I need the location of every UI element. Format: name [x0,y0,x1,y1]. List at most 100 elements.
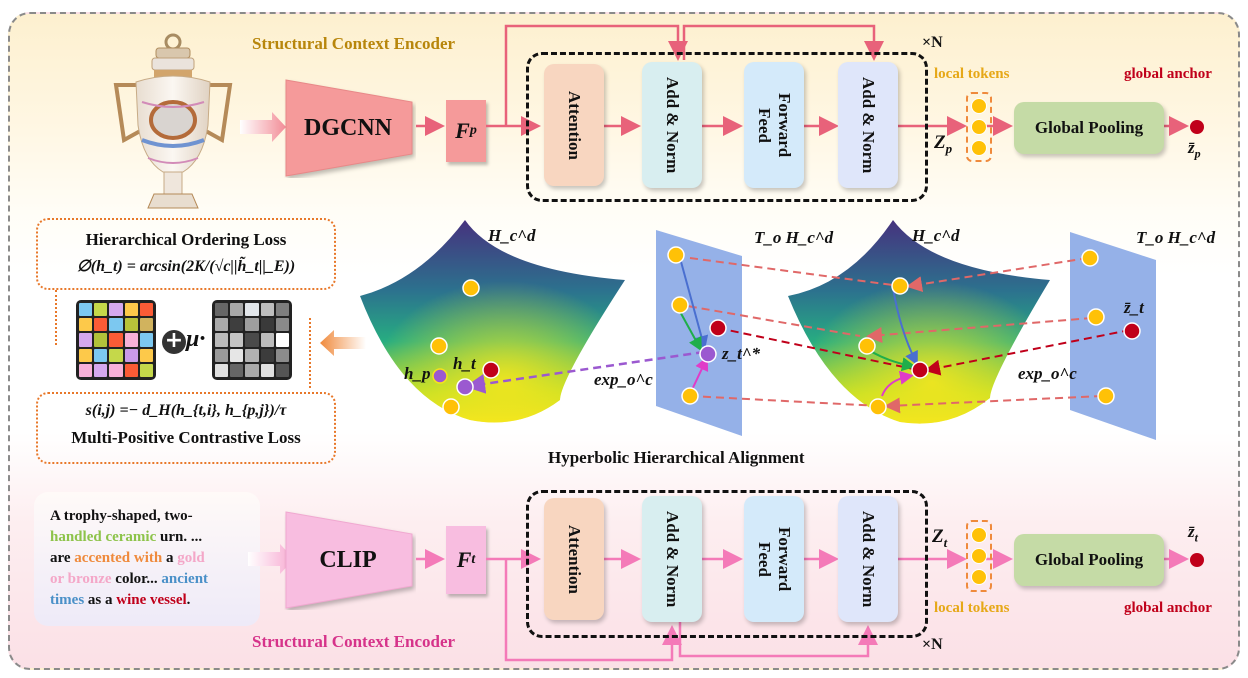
gray-weight-matrix [212,300,292,380]
feed-forward-block-bottom[interactable]: Forward Feed [744,496,804,622]
tangent-plane-right [1070,232,1156,440]
color-matrix-cell [94,303,108,317]
color-matrix-cell [124,318,138,332]
repeat-label-bottom: ×N [922,636,943,653]
gray-matrix-cell [260,348,274,362]
gray-matrix-cell [245,318,259,332]
hyperbolic-manifold-left [360,220,625,423]
local-tokens-label-top: local tokens [934,66,1010,82]
global-pooling-top[interactable]: Global Pooling [1014,102,1164,154]
gray-matrix-cell [215,348,229,362]
color-matrix-cell [139,318,153,332]
output-zt-label: Zt [932,526,947,551]
add-norm-label: Add & Norm [663,510,682,608]
text-segment: as a [84,592,117,608]
text-segment: times [50,592,85,608]
gray-matrix-cell [245,363,259,377]
hyperbolic-manifold-right [788,220,1050,424]
fp-sub: p [469,123,477,138]
trophy-urn-image [113,33,233,209]
add-norm-block-top-1[interactable]: Add & Norm [642,62,702,188]
input-arrow-bottom [248,544,294,574]
text-segment: wine vessel [116,592,187,608]
add-norm-label: Add & Norm [859,76,878,174]
text-segment: handled ceramic [50,529,157,545]
color-matrix-cell [79,333,93,347]
input-arrow-top [240,112,286,142]
plus-icon: + [162,330,186,354]
text-segment: are [50,550,75,566]
color-matrix-cell [94,333,108,347]
gray-matrix-cell [230,348,244,362]
color-matrix-cell [109,348,123,362]
color-matrix-cell [94,318,108,332]
add-norm-label: Add & Norm [859,510,878,608]
bottom-encoder-title: Structural Context Encoder [252,632,456,651]
token-dot [971,526,987,543]
text-segment: ancient [161,571,209,587]
tangent-plane-left [656,230,742,436]
text-segment: . [186,592,191,608]
token-dot [971,139,987,156]
attention-block-bottom[interactable]: Attention [544,498,604,620]
contrastive-loss-formula: s(i,j) =− d_H(h_{t,i}, h_{p,j})/τ [85,402,287,419]
color-matrix-cell [139,363,153,377]
add-norm-block-bottom-1[interactable]: Add & Norm [642,496,702,622]
hyperbolic-alignment-diagram [360,220,1156,440]
feed-forward-block-top[interactable]: Forward Feed [744,62,804,188]
gray-matrix-cell [260,318,274,332]
ordering-loss-formula: ∅(h_t) = arcsin(2K/(√c||h̃_t||_E)) [76,258,296,275]
add-norm-block-top-2[interactable]: Add & Norm [838,62,898,188]
text-segment: A trophy-shaped, two- [50,508,193,524]
gray-matrix-cell [215,363,229,377]
text-segment: accented with [74,550,163,566]
color-matrix-cell [124,303,138,317]
gray-matrix-cell [230,333,244,347]
zp-main: Z [934,132,946,153]
repeat-label-top: ×N [922,34,943,51]
attention-block-top[interactable]: Attention [544,64,604,186]
clip-shape [285,511,413,609]
color-matrix-cell [139,333,153,347]
zp-sub: p [945,140,953,156]
gray-matrix-cell [215,303,229,317]
anchor-zp-label: z̄p [1188,138,1201,161]
color-matrix-cell [124,348,138,362]
gray-matrix-cell [275,333,289,347]
feed-forward-label: Forward Feed [755,526,794,592]
attention-label: Attention [565,524,584,594]
add-norm-block-bottom-2[interactable]: Add & Norm [838,496,898,622]
color-matrix-cell [79,318,93,332]
token-dot [971,547,987,564]
anchor-zt-label: z̄t [1188,522,1198,545]
ft-main: F [456,547,472,572]
color-matrix-cell [109,333,123,347]
contrastive-loss-title: Multi-Positive Contrastive Loss [71,428,301,447]
zbar-main: z̄ [1188,522,1195,541]
color-matrix-cell [94,363,108,377]
add-norm-label: Add & Norm [663,76,682,174]
token-dot [971,569,987,586]
local-tokens-bottom [966,520,992,592]
bottom-connectors [416,549,1189,662]
gray-matrix-cell [275,303,289,317]
dgcnn-shape [285,79,413,177]
global-anchor-dot-top [1190,120,1204,134]
gray-matrix-cell [215,333,229,347]
zbar-sub: p [1194,146,1201,161]
gray-matrix-cell [260,363,274,377]
color-matrix-cell [79,363,93,377]
output-zp-label: Zp [934,132,952,157]
token-dot [971,98,987,115]
text-segment: urn. ... [156,529,203,545]
zbar-t-label: z̄_t [1124,298,1144,317]
tangent-label-left: T_o H_c^d [754,228,834,247]
color-matrix-cell [94,348,108,362]
contrastive-connector [309,318,311,388]
ordering-loss-box: Hierarchical Ordering Loss ∅(h_t) = arcs… [36,218,336,290]
gray-matrix-cell [245,348,259,362]
global-pooling-bottom[interactable]: Global Pooling [1014,534,1164,586]
attention-label: Attention [565,90,584,160]
color-matrix-cell [139,303,153,317]
